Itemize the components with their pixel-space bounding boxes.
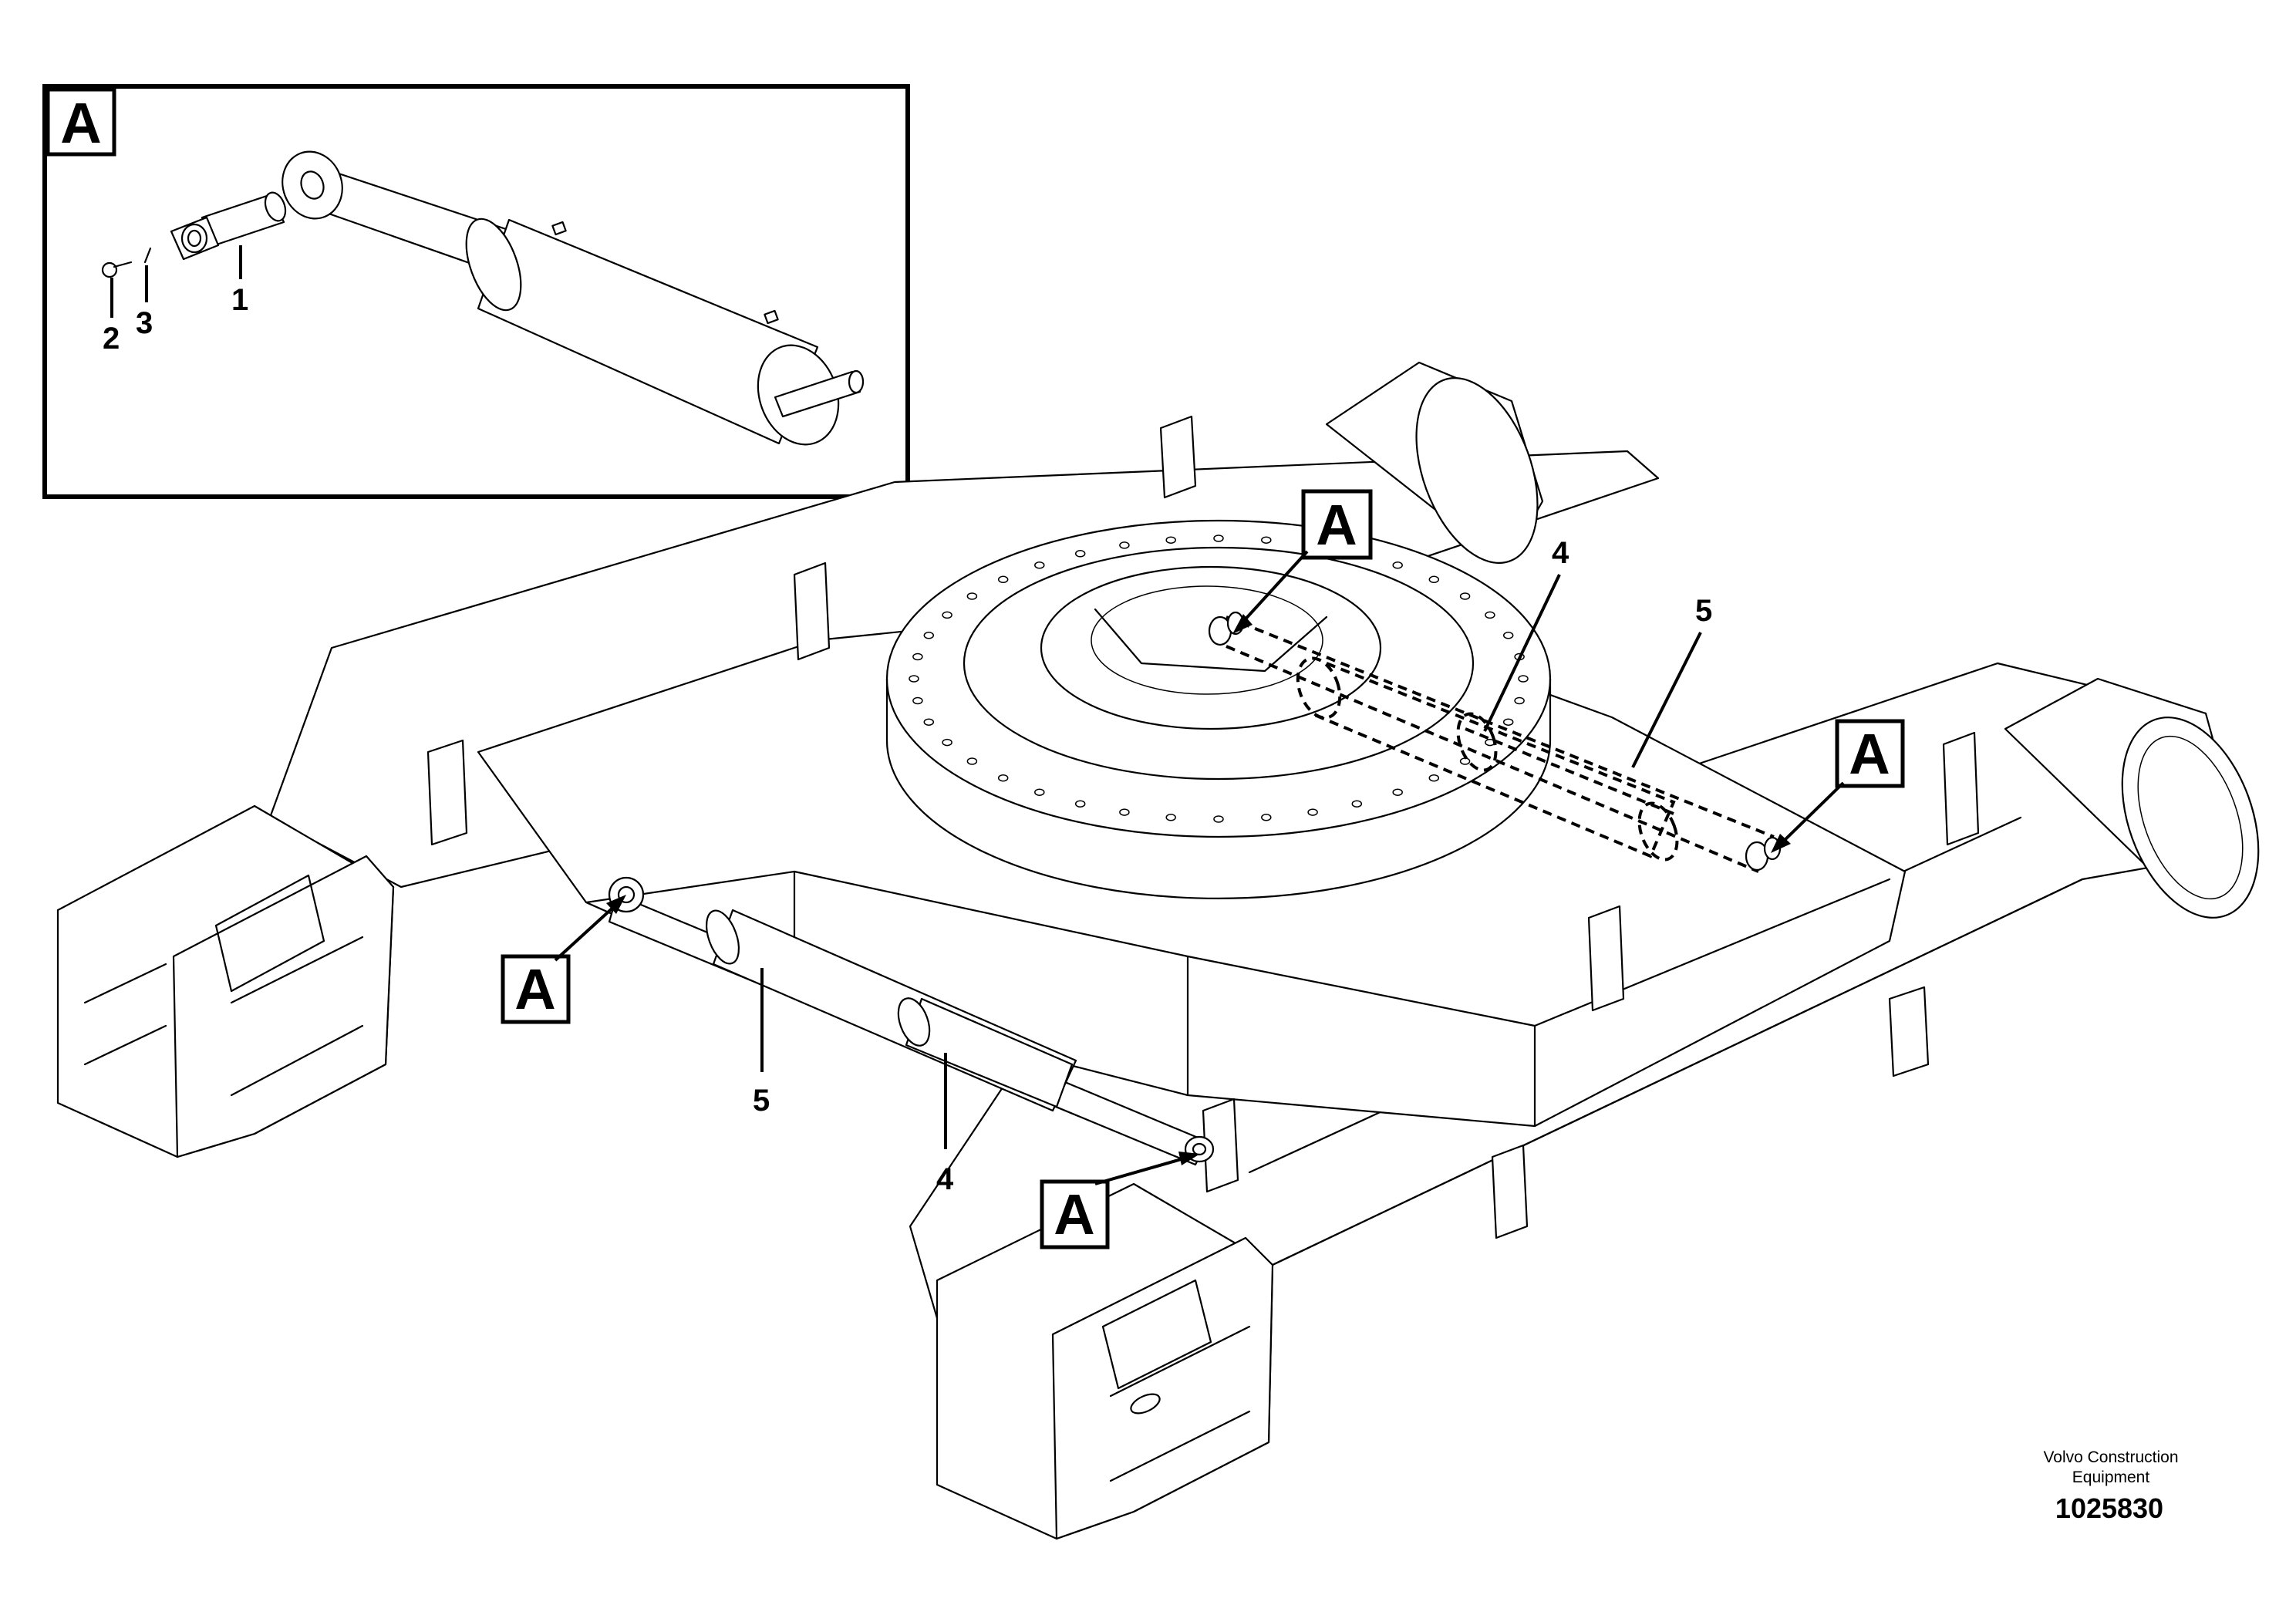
detail-letter-box xyxy=(46,87,116,157)
ring-bolt-hole xyxy=(909,675,919,683)
detail-part-number-2: 2 xyxy=(103,322,120,356)
pin-part-1 xyxy=(170,191,287,261)
undercarriage-assembly xyxy=(56,361,2260,1540)
ring-bolt-hole xyxy=(1074,550,1086,558)
part-label-5-upper: 5 xyxy=(1695,594,1712,628)
leader-4-upper xyxy=(1483,574,1561,732)
svg-text:A: A xyxy=(1316,493,1357,557)
ring-bolt-hole xyxy=(1502,632,1514,639)
ring-bolt-hole xyxy=(923,632,935,639)
callout-a-upper: A xyxy=(1232,489,1373,634)
ring-bolt-hole xyxy=(1514,696,1525,705)
washer-part-3 xyxy=(143,247,152,264)
part-label-4-upper: 4 xyxy=(1552,536,1569,570)
svg-text:A: A xyxy=(1849,722,1890,786)
ring-bolt-hole xyxy=(1351,800,1363,808)
ring-bolt-hole xyxy=(1428,774,1440,782)
ring-bolt-hole xyxy=(1165,536,1176,544)
leader-5-upper xyxy=(1631,632,1702,768)
ring-bolt-hole xyxy=(1165,814,1176,821)
ring-bolt-hole xyxy=(923,718,935,726)
part-label-4-lower: 4 xyxy=(936,1162,954,1196)
swing-bearing-ring xyxy=(885,519,1552,900)
left-idler-yoke xyxy=(56,804,395,1158)
upper-cylinder-hidden xyxy=(1208,611,1782,873)
right-idler-yoke xyxy=(936,1182,1274,1540)
ring-bolt-hole xyxy=(1034,561,1045,569)
detail-letter: A xyxy=(60,91,101,155)
manufacturer-line1: Volvo Construction xyxy=(2043,1448,2178,1466)
cylinder-drawing xyxy=(282,150,865,446)
ring-bolt-hole xyxy=(1119,808,1130,816)
ring-bolt-hole xyxy=(942,611,952,619)
detail-view-a: A xyxy=(42,84,910,499)
callout-a-lower: A xyxy=(1040,1152,1200,1249)
ring-bolt-hole xyxy=(966,592,978,600)
ring-bolt-hole xyxy=(966,757,978,765)
ring-bolt-hole xyxy=(1502,718,1514,726)
ring-bolt-hole xyxy=(1261,814,1272,821)
bolt-part-2 xyxy=(101,261,133,278)
rear-sprocket-housing-left xyxy=(1325,361,1544,564)
ring-bolt-hole xyxy=(1034,788,1045,796)
ring-bolt-hole xyxy=(1428,575,1440,584)
frame-lugs xyxy=(426,415,1980,1239)
svg-text:A: A xyxy=(1054,1182,1094,1246)
ring-bolt-hole xyxy=(1518,675,1529,683)
svg-text:A: A xyxy=(514,957,555,1021)
callout-a-right: A xyxy=(1771,719,1905,853)
ring-bolt-hole xyxy=(1392,561,1403,569)
ring-bolt-hole xyxy=(1213,534,1224,542)
ring-bolt-hole xyxy=(1074,800,1086,808)
callout-a-left: A xyxy=(501,895,626,1024)
manufacturer-line2: Equipment xyxy=(2072,1469,2150,1486)
lower-cylinder xyxy=(608,876,1215,1166)
drawing-number: 1025830 xyxy=(2055,1492,2163,1524)
ring-bolt-hole xyxy=(997,774,1009,782)
ring-bolt-hole xyxy=(1459,592,1471,600)
ring-bolt-hole xyxy=(997,575,1009,584)
ring-bolt-hole xyxy=(1261,536,1272,544)
detail-part-number-3: 3 xyxy=(136,306,153,340)
ring-bolt-hole xyxy=(1213,815,1224,823)
ring-bolt-hole xyxy=(942,738,952,747)
ring-bolt-hole xyxy=(1485,611,1495,619)
ring-bolt-hole xyxy=(912,696,923,705)
ring-bolt-hole xyxy=(912,653,923,661)
ring-bolt-hole xyxy=(1119,541,1130,549)
detail-part-number-1: 1 xyxy=(231,283,248,317)
ring-bolt-hole xyxy=(1392,788,1403,796)
part-label-5-lower: 5 xyxy=(753,1084,770,1118)
ring-bolt-hole xyxy=(1307,808,1318,816)
rear-sprocket-housing xyxy=(2004,677,2260,919)
